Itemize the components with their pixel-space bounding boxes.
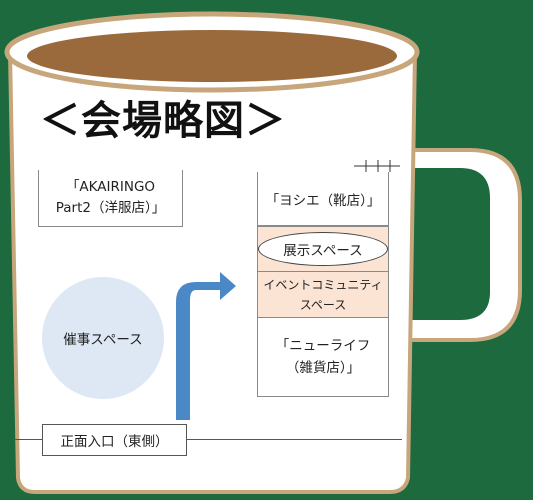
zone-tenji-label: 展示スペース bbox=[258, 232, 388, 266]
shop-newlife-line2: （雑貨店）」 bbox=[285, 360, 361, 376]
compass-mark bbox=[354, 158, 404, 176]
blue-arrow-icon bbox=[176, 272, 236, 420]
zone-tenji: 展示スペース bbox=[257, 226, 389, 272]
zone-event: イベントコミュニティ スペース bbox=[257, 271, 389, 318]
entrance-line bbox=[14, 439, 402, 440]
entrance-label: 正面入口（東側） bbox=[42, 424, 187, 456]
tick-mark-icon bbox=[354, 160, 400, 172]
zone-event-line2: スペース bbox=[299, 297, 347, 312]
mug-handle-hole bbox=[410, 168, 490, 320]
shop-akairingo: 「AKAIRINGO Part2（洋服店）」 bbox=[38, 170, 183, 227]
zone-saiji: 催事スペース bbox=[42, 277, 164, 399]
shop-newlife: 「ニューライフ （雑貨店）」 bbox=[257, 317, 389, 397]
shop-akairingo-line1: 「AKAIRINGO bbox=[65, 179, 156, 195]
zone-event-line1: イベントコミュニティ bbox=[263, 277, 383, 292]
page-title: ＜会場略図＞ bbox=[40, 98, 286, 144]
shop-yoshie: 「ヨシエ（靴店）」 bbox=[257, 172, 389, 226]
shop-newlife-line1: 「ニューライフ bbox=[275, 338, 371, 354]
shop-akairingo-line2: Part2（洋服店）」 bbox=[55, 200, 166, 216]
coffee-surface bbox=[27, 30, 397, 82]
